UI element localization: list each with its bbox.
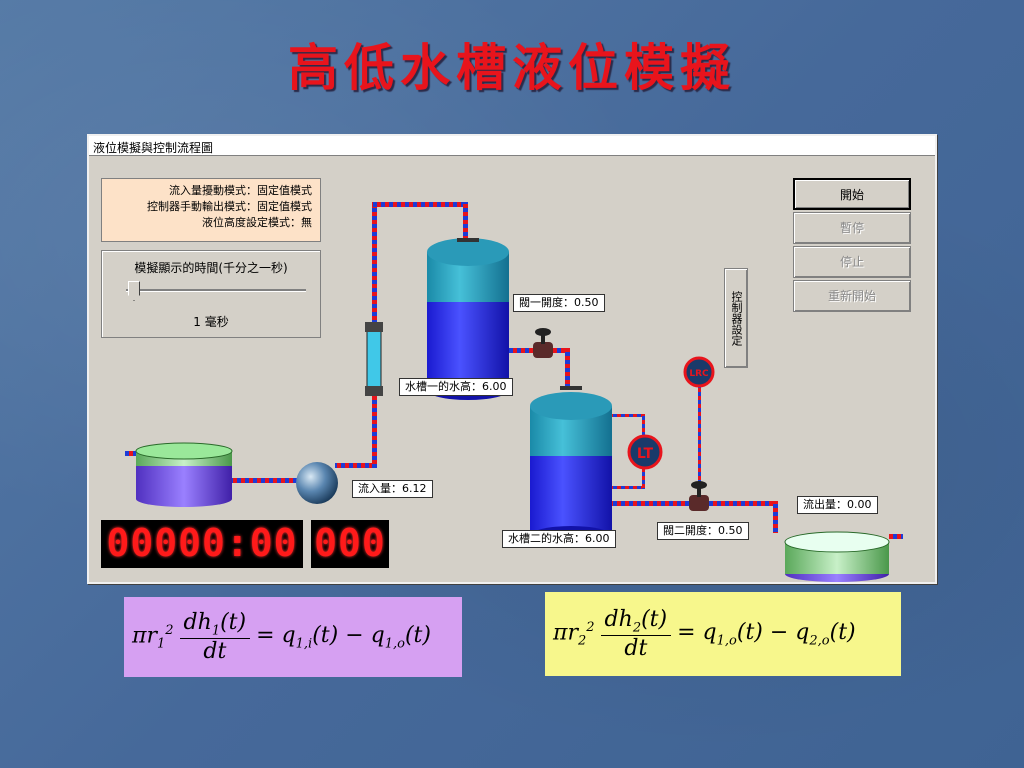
lrc-text: LRC: [689, 369, 709, 379]
lt-text: LT: [637, 446, 654, 462]
slide-title: 高低水槽液位模擬: [288, 38, 736, 97]
mode-line-setpoint: 液位高度設定模式：無: [202, 216, 312, 229]
outflow-label: 流出量：0.00: [797, 496, 878, 514]
window-title: 液位模擬與控制流程圖: [89, 136, 935, 156]
valve2-opening-label: 閥二開度：0.50: [657, 522, 749, 540]
top-pipe: [372, 202, 468, 207]
lrc-signal-line: [698, 386, 701, 506]
process-diagram: LT LRC: [125, 202, 903, 582]
time-slider-track[interactable]: [126, 289, 306, 292]
valve2-stem: [697, 485, 701, 497]
mode-panel: 流入量擾動模式：固定值模式 控制器手動輸出模式：固定值模式 液位高度設定模式：無: [101, 178, 321, 242]
equation-tank2: πr22 dh2(t)dt = q1,o(t) − q2,o(t): [545, 592, 901, 676]
outlet-stub-pipe: [889, 534, 903, 539]
lt-signal-top: [611, 414, 645, 417]
valve1-stem: [541, 332, 545, 344]
flowmeter-cap-top: [365, 322, 383, 332]
tank1-water: [427, 302, 509, 390]
outflow-basin-top: [784, 531, 890, 553]
valve1-opening-label: 閥一開度：0.50: [513, 294, 605, 312]
tank2-level-label: 水槽二的水高：6.00: [502, 530, 616, 548]
timer-label: 模擬顯示的時間(千分之一秒): [134, 261, 288, 275]
tank1-nozzle: [457, 238, 479, 242]
valve2-handle: [691, 481, 707, 489]
valve1-icon: [533, 342, 553, 358]
mode-line-controller: 控制器手動輸出模式：固定值模式: [147, 200, 312, 213]
level-transmitter-icon: [627, 434, 663, 470]
tank1-top: [427, 238, 509, 266]
pump-discharge-pipe: [335, 463, 377, 468]
tank1-level-label: 水槽一的水高：6.00: [399, 378, 513, 396]
time-slider-thumb[interactable]: [128, 281, 140, 301]
controller-settings-button[interactable]: 控制器設定: [724, 268, 748, 368]
restart-button[interactable]: 重新開始: [793, 280, 911, 312]
timer-value: 1 毫秒: [193, 315, 229, 329]
app-window: 液位模擬與控制流程圖: [87, 134, 937, 584]
level-controller-icon: [683, 356, 715, 388]
lt-signal-bottom: [611, 486, 645, 489]
valve1-handle: [535, 328, 551, 336]
led-clock-display: 00000:00: [101, 520, 303, 568]
equation-tank1: πr12 dh1(t)dt = q1,i(t) − q1,o(t): [124, 597, 462, 677]
timer-panel: 模擬顯示的時間(千分之一秒) 1 毫秒: [101, 250, 321, 338]
inflow-label: 流入量：6.12: [352, 480, 433, 498]
process-canvas: LT LRC 流入量擾動模式：固定值模式 控制器手動輸出模式：固定值模式 液位高…: [89, 156, 935, 582]
pause-button[interactable]: 暫停: [793, 212, 911, 244]
flowmeter-cap-bottom: [365, 386, 383, 396]
pump-icon: [296, 462, 338, 504]
stop-button[interactable]: 停止: [793, 246, 911, 278]
led-ms-display: 000: [311, 520, 389, 568]
supply-basin-body: [136, 466, 232, 499]
outflow-down-pipe: [773, 501, 778, 533]
tank2-inlet-pipe: [565, 348, 570, 386]
tank1-inlet-pipe: [463, 202, 468, 240]
tank2-top: [530, 392, 612, 420]
mode-line-inflow: 流入量擾動模式：固定值模式: [169, 184, 312, 197]
start-button[interactable]: 開始: [793, 178, 911, 210]
inlet-stub-pipe: [125, 451, 141, 456]
valve2-icon: [689, 495, 709, 511]
pump-suction-pipe: [227, 478, 307, 483]
supply-basin-top: [135, 442, 233, 460]
flowmeter: [366, 323, 382, 395]
tank2-water: [530, 456, 612, 536]
tank2-nozzle: [560, 386, 582, 390]
